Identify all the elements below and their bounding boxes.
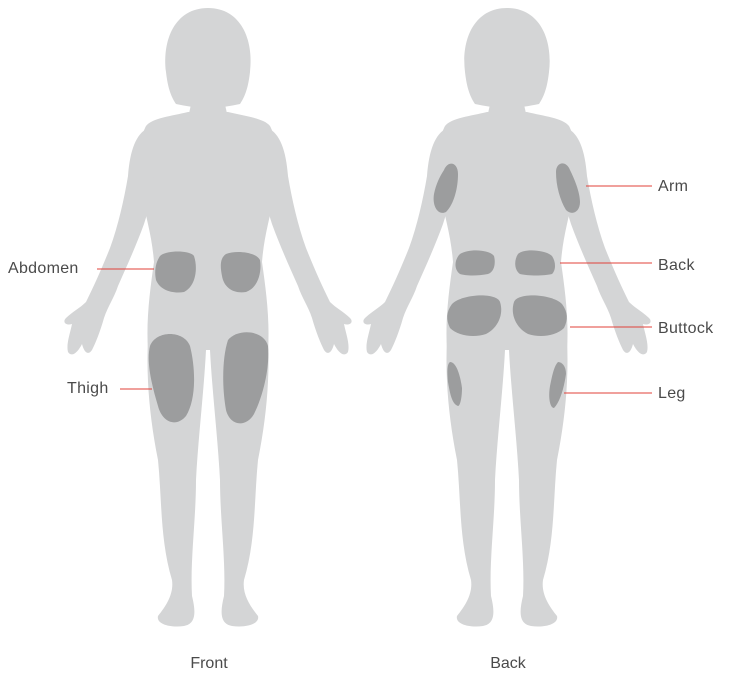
back-figure: [363, 8, 650, 627]
back-head: [464, 8, 549, 108]
front-figure: [64, 8, 351, 627]
leg-label: Leg: [658, 385, 686, 403]
thigh-label: Thigh: [67, 380, 109, 398]
back-left-arm: [363, 128, 453, 354]
back-label: Back: [658, 257, 695, 275]
back-left-site: [456, 250, 495, 275]
abdomen-label: Abdomen: [8, 260, 79, 278]
front-right-arm: [262, 128, 352, 354]
abdomen-left-site: [155, 252, 196, 293]
front-head: [165, 8, 250, 108]
buttock-label: Buttock: [658, 320, 713, 338]
arm-label: Arm: [658, 178, 688, 196]
front-caption: Front: [149, 655, 269, 673]
back-caption: Back: [448, 655, 568, 673]
front-torso: [140, 112, 276, 350]
back-right-site: [515, 250, 555, 275]
front-left-arm: [64, 128, 154, 354]
back-right-arm: [561, 128, 651, 354]
